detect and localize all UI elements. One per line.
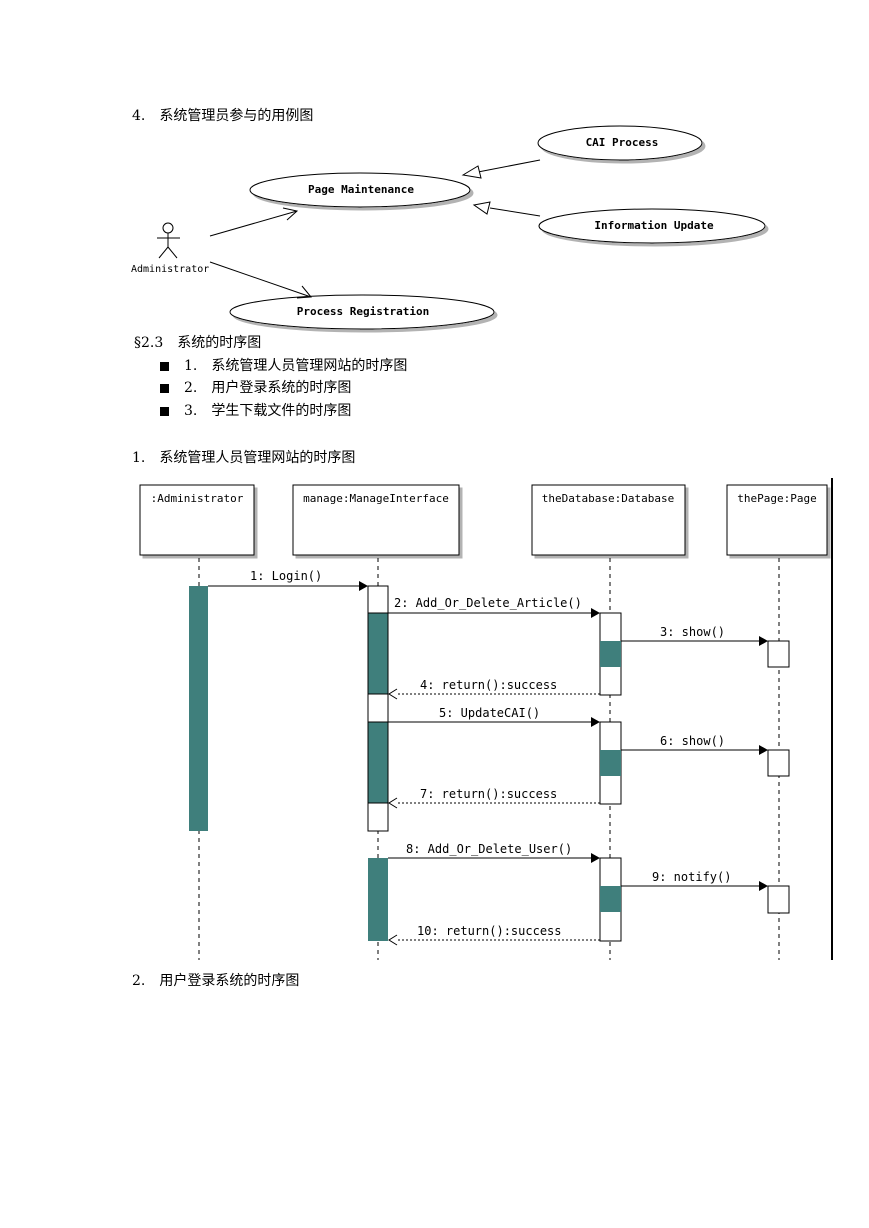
lifeline-box-database [531, 484, 686, 556]
bullet-icon [160, 407, 169, 416]
actor-stick-figure-icon [157, 222, 180, 259]
lifeline-box-administrator [139, 484, 255, 556]
section-item: 1. 系统管理人员管理网站的时序图 [184, 358, 408, 374]
message-label: 4: return():success [420, 678, 557, 692]
section-item: 3. 学生下载文件的时序图 [184, 403, 352, 419]
message-label: 5: UpdateCAI() [439, 706, 540, 720]
use-case-heading: 4. 系统管理员参与的用例图 [132, 108, 314, 124]
message-arrowhead [759, 881, 768, 891]
use-case-diagram: CAI Process Page Maintenance Information… [131, 125, 766, 330]
message-arrowhead [359, 581, 368, 591]
actor-label: Administrator [131, 264, 209, 275]
message-arrowhead [591, 853, 600, 863]
message-label: 6: show() [660, 734, 725, 748]
activation-bar [367, 612, 389, 695]
activation-bar [767, 749, 790, 777]
activation-bar [600, 641, 621, 667]
section-item: 2. 用户登录系统的时序图 [184, 380, 352, 396]
lifeline-label: manage:ManageInterface [303, 492, 449, 505]
message-label: 8: Add_Or_Delete_User() [406, 842, 572, 856]
use-case-info-label: Information Update [594, 219, 714, 232]
section-title: §2.3 系统的时序图 [134, 335, 262, 351]
return-arrowhead [388, 797, 398, 809]
activation-bar [767, 885, 790, 914]
lifeline-box-page [726, 484, 828, 556]
lifeline-box-manage [292, 484, 460, 556]
association-arrowhead [282, 207, 299, 221]
activation-bar [600, 750, 621, 776]
activation-bar [367, 721, 389, 804]
message-label: 1: Login() [250, 569, 322, 583]
message-arrowhead [591, 608, 600, 618]
lifeline-label: :Administrator [151, 492, 244, 505]
message-label: 3: show() [660, 625, 725, 639]
bullet-icon [160, 384, 169, 393]
message-arrowhead [759, 636, 768, 646]
message-label: 10: return():success [417, 924, 562, 938]
activation-bar [189, 586, 208, 831]
activation-bar [368, 858, 388, 941]
message-arrowhead [591, 717, 600, 727]
use-case-page [249, 172, 471, 208]
generalization-arrowhead [461, 165, 482, 179]
use-case-reg [229, 294, 495, 330]
return-arrowhead [388, 688, 398, 700]
use-case-page-label: Page Maintenance [308, 183, 414, 196]
use-case-cai [537, 125, 703, 161]
activation-bar [600, 886, 621, 912]
message-label: 7: return():success [420, 787, 557, 801]
use-case-cai-label: CAI Process [586, 136, 659, 149]
message-label: 9: notify() [652, 870, 731, 884]
return-arrowhead [388, 934, 398, 946]
use-case-reg-label: Process Registration [297, 305, 429, 318]
bullet-icon [160, 362, 169, 371]
message-arrowhead [759, 745, 768, 755]
use-case-info [538, 208, 766, 244]
sequence-heading-2: 2. 用户登录系统的时序图 [132, 973, 300, 989]
generalization-arrowhead [472, 201, 491, 215]
activation-bar [767, 640, 790, 668]
association-arrowhead [296, 285, 312, 299]
lifeline-label: thePage:Page [737, 492, 816, 505]
sequence-heading: 1. 系统管理人员管理网站的时序图 [132, 450, 356, 466]
lifeline-label: theDatabase:Database [542, 492, 674, 505]
message-label: 2: Add_Or_Delete_Article() [394, 596, 582, 610]
